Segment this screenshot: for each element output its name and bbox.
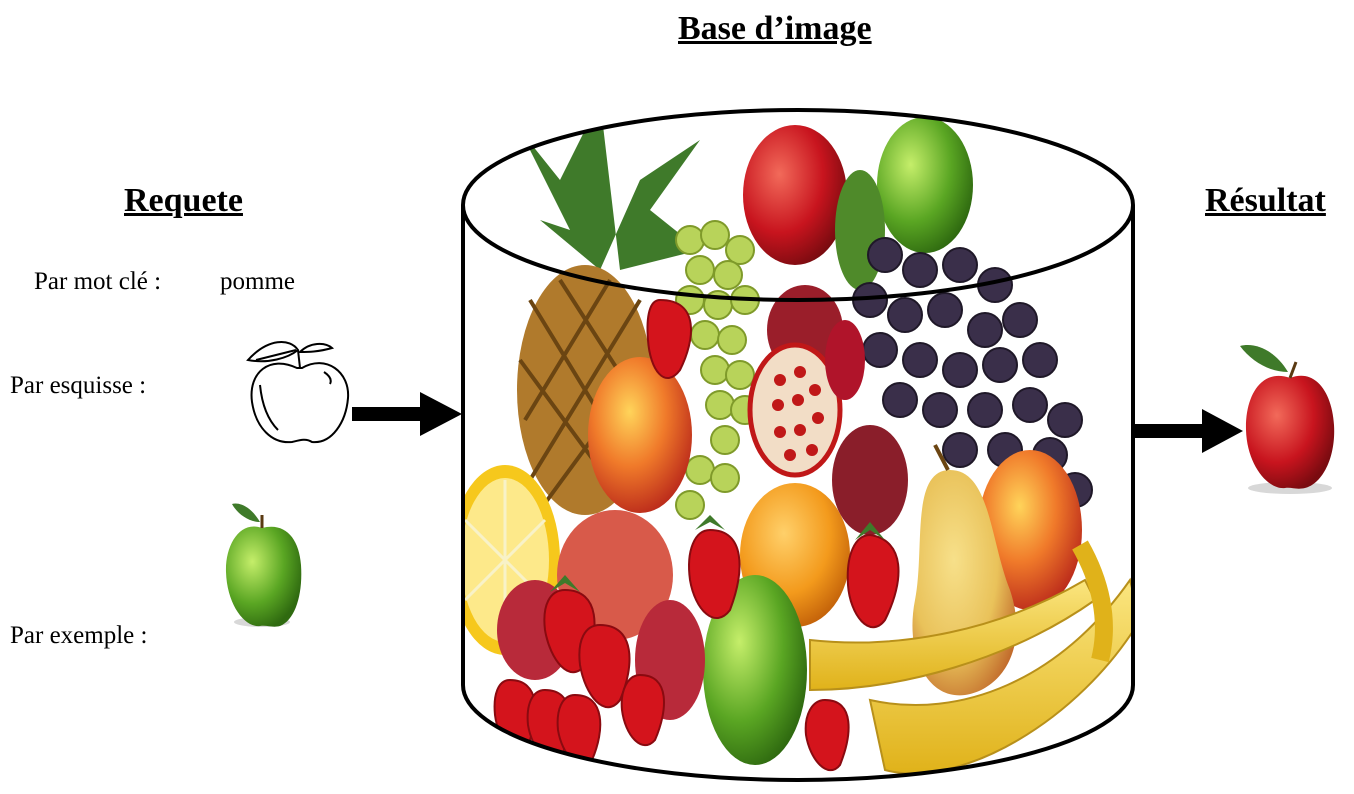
peach-left-image (588, 357, 692, 513)
output-arrow (1133, 409, 1243, 453)
green-apple-top-image (877, 117, 973, 253)
red-apple-image (1240, 345, 1334, 494)
apple-sketch-icon (248, 342, 348, 442)
fruit-image (450, 100, 1140, 794)
plum-image (832, 425, 908, 535)
input-arrow (352, 392, 462, 436)
red-apple-top-image (743, 125, 847, 265)
green-apple-image (226, 503, 301, 627)
